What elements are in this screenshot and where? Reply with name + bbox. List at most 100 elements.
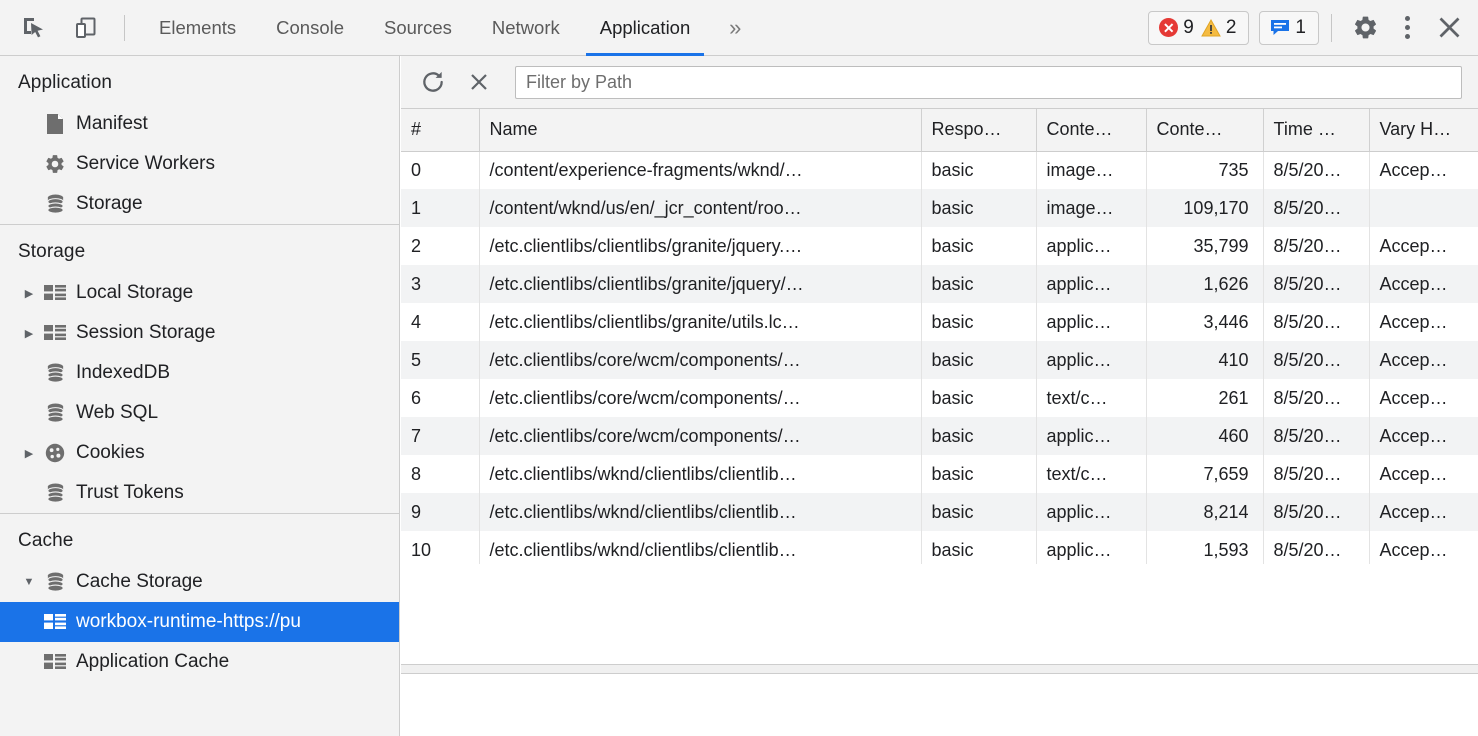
tab-elements[interactable]: Elements: [139, 0, 256, 56]
table-row[interactable]: 8 /etc.clientlibs/wknd/clientlibs/client…: [401, 455, 1478, 493]
device-toolbar-icon[interactable]: [64, 6, 108, 50]
cell-content-length: 7,659: [1146, 455, 1264, 493]
sidebar-item-label: Session Storage: [76, 322, 216, 343]
chevron-down-icon[interactable]: ▼: [23, 576, 35, 588]
sidebar-item-cookies[interactable]: ▶ Cookies: [0, 433, 399, 473]
sidebar-item-web-sql[interactable]: ▶ Web SQL: [0, 393, 399, 433]
more-tabs-icon[interactable]: »: [710, 0, 760, 56]
column-header-response-type[interactable]: Respo…: [921, 109, 1037, 152]
cell-index: 3: [401, 265, 480, 303]
table-grid-icon: [40, 613, 70, 631]
sidebar-item-manifest[interactable]: ▶ Manifest: [0, 104, 399, 144]
tab-console[interactable]: Console: [256, 0, 364, 56]
cell-vary-header: Accep…: [1369, 151, 1478, 189]
sidebar-item-trust-tokens[interactable]: ▶ Trust Tokens: [0, 473, 399, 513]
tab-label: Console: [276, 16, 345, 38]
cache-toolbar: [401, 56, 1478, 109]
table-row[interactable]: 7 /etc.clientlibs/core/wcm/components/… …: [401, 417, 1478, 455]
sidebar-item-local-storage[interactable]: ▶ Local Storage: [0, 273, 399, 313]
table-grid-icon: [40, 324, 70, 342]
column-header-content-length[interactable]: Conte…: [1146, 109, 1264, 152]
sidebar-item-service-workers[interactable]: ▶ Service Workers: [0, 144, 399, 184]
cell-name: /content/wknd/us/en/_jcr_content/roo…: [479, 189, 922, 227]
sidebar-item-label: Cookies: [76, 442, 145, 463]
filter-by-path-input[interactable]: [515, 65, 1462, 99]
cell-index: 0: [401, 151, 480, 189]
inspect-element-icon[interactable]: [12, 6, 56, 50]
table-grid-icon: [40, 653, 70, 671]
cell-content-length: 735: [1146, 151, 1264, 189]
cell-vary-header: Accep…: [1369, 379, 1478, 417]
cell-vary-header: Accep…: [1369, 493, 1478, 531]
messages-counter[interactable]: 1: [1259, 10, 1319, 45]
cell-content-length: 1,626: [1146, 265, 1264, 303]
cell-name: /content/experience-fragments/wknd/…: [479, 151, 922, 189]
cache-entries-table-container[interactable]: # Name Respo… Conte… Conte… Time … Vary …: [401, 109, 1478, 564]
cell-time-cached: 8/5/20…: [1263, 151, 1370, 189]
delete-entry-icon[interactable]: [459, 62, 499, 102]
tab-network[interactable]: Network: [472, 0, 580, 56]
message-count: 1: [1295, 16, 1306, 38]
gear-icon: [40, 153, 70, 175]
cell-response-type: basic: [921, 455, 1037, 493]
sidebar-item-indexeddb[interactable]: ▶ IndexedDB: [0, 353, 399, 393]
table-row[interactable]: 3 /etc.clientlibs/clientlibs/granite/jqu…: [401, 265, 1478, 303]
column-header-content-type[interactable]: Conte…: [1036, 109, 1147, 152]
close-icon[interactable]: [1428, 7, 1470, 49]
cell-content-length: 410: [1146, 341, 1264, 379]
sidebar-item-application-cache[interactable]: Application Cache: [0, 642, 399, 682]
table-row[interactable]: 4 /etc.clientlibs/clientlibs/granite/uti…: [401, 303, 1478, 341]
column-header-time-cached[interactable]: Time …: [1263, 109, 1370, 152]
cache-entry-preview-pane: [401, 675, 1478, 736]
cell-index: 5: [401, 341, 480, 379]
sidebar-section-cache: Cache ▼ Cache Storage: [0, 513, 399, 682]
issues-counter[interactable]: ✕ 9 2: [1148, 10, 1250, 45]
chevron-right-icon[interactable]: ▶: [24, 327, 34, 340]
cell-time-cached: 8/5/20…: [1263, 417, 1370, 455]
sidebar-item-session-storage[interactable]: ▶ Session Storage: [0, 313, 399, 353]
cell-vary-header: [1369, 189, 1478, 227]
table-row[interactable]: 2 /etc.clientlibs/clientlibs/granite/jqu…: [401, 227, 1478, 265]
cell-name: /etc.clientlibs/clientlibs/granite/jquer…: [479, 227, 922, 265]
application-sidebar[interactable]: Application ▶ Manifest ▶ S: [0, 56, 400, 736]
column-header-vary-header[interactable]: Vary H…: [1369, 109, 1478, 152]
refresh-icon[interactable]: [413, 62, 453, 102]
horizontal-splitter[interactable]: [401, 664, 1478, 674]
kebab-menu-icon[interactable]: [1386, 7, 1428, 49]
database-icon: [40, 402, 70, 424]
column-header-index[interactable]: #: [401, 109, 480, 152]
cell-content-length: 460: [1146, 417, 1264, 455]
cell-content-type: text/c…: [1036, 455, 1147, 493]
cell-time-cached: 8/5/20…: [1263, 303, 1370, 341]
tab-label: Network: [491, 16, 560, 38]
sidebar-item-label: Manifest: [76, 113, 148, 134]
cell-content-type: text/c…: [1036, 379, 1147, 417]
chevron-right-icon[interactable]: ▶: [24, 447, 34, 460]
sidebar-item-label: Service Workers: [76, 153, 216, 174]
tab-application[interactable]: Application: [580, 0, 711, 56]
cell-name: /etc.clientlibs/wknd/clientlibs/clientli…: [479, 493, 922, 531]
cache-entries-table: # Name Respo… Conte… Conte… Time … Vary …: [401, 109, 1478, 564]
cookie-icon: [40, 442, 70, 464]
cell-name: /etc.clientlibs/wknd/clientlibs/clientli…: [479, 531, 922, 564]
table-row[interactable]: 9 /etc.clientlibs/wknd/clientlibs/client…: [401, 493, 1478, 531]
tab-sources[interactable]: Sources: [364, 0, 472, 56]
devtools-toolbar: Elements Console Sources Network Applica…: [0, 0, 1478, 56]
sidebar-item-cache-storage[interactable]: ▼ Cache Storage: [0, 562, 399, 602]
column-header-name[interactable]: Name: [479, 109, 922, 152]
twisty-none-icon: ▶: [18, 158, 40, 171]
table-row[interactable]: 5 /etc.clientlibs/core/wcm/components/… …: [401, 341, 1478, 379]
table-row[interactable]: 10 /etc.clientlibs/wknd/clientlibs/clien…: [401, 531, 1478, 564]
sidebar-item-storage[interactable]: ▶ Storage: [0, 184, 399, 224]
cache-storage-panel: # Name Respo… Conte… Conte… Time … Vary …: [401, 56, 1478, 736]
gear-icon[interactable]: [1344, 7, 1386, 49]
sidebar-item-label: Storage: [76, 193, 143, 214]
tab-label: Application: [599, 16, 691, 38]
cell-content-type: applic…: [1036, 303, 1147, 341]
table-row[interactable]: 6 /etc.clientlibs/core/wcm/components/… …: [401, 379, 1478, 417]
chevron-right-icon[interactable]: ▶: [24, 287, 34, 300]
sidebar-item-workbox-runtime-cache[interactable]: workbox-runtime-https://pu: [0, 602, 399, 642]
table-row[interactable]: 1 /content/wknd/us/en/_jcr_content/roo… …: [401, 189, 1478, 227]
table-row[interactable]: 0 /content/experience-fragments/wknd/… b…: [401, 151, 1478, 189]
